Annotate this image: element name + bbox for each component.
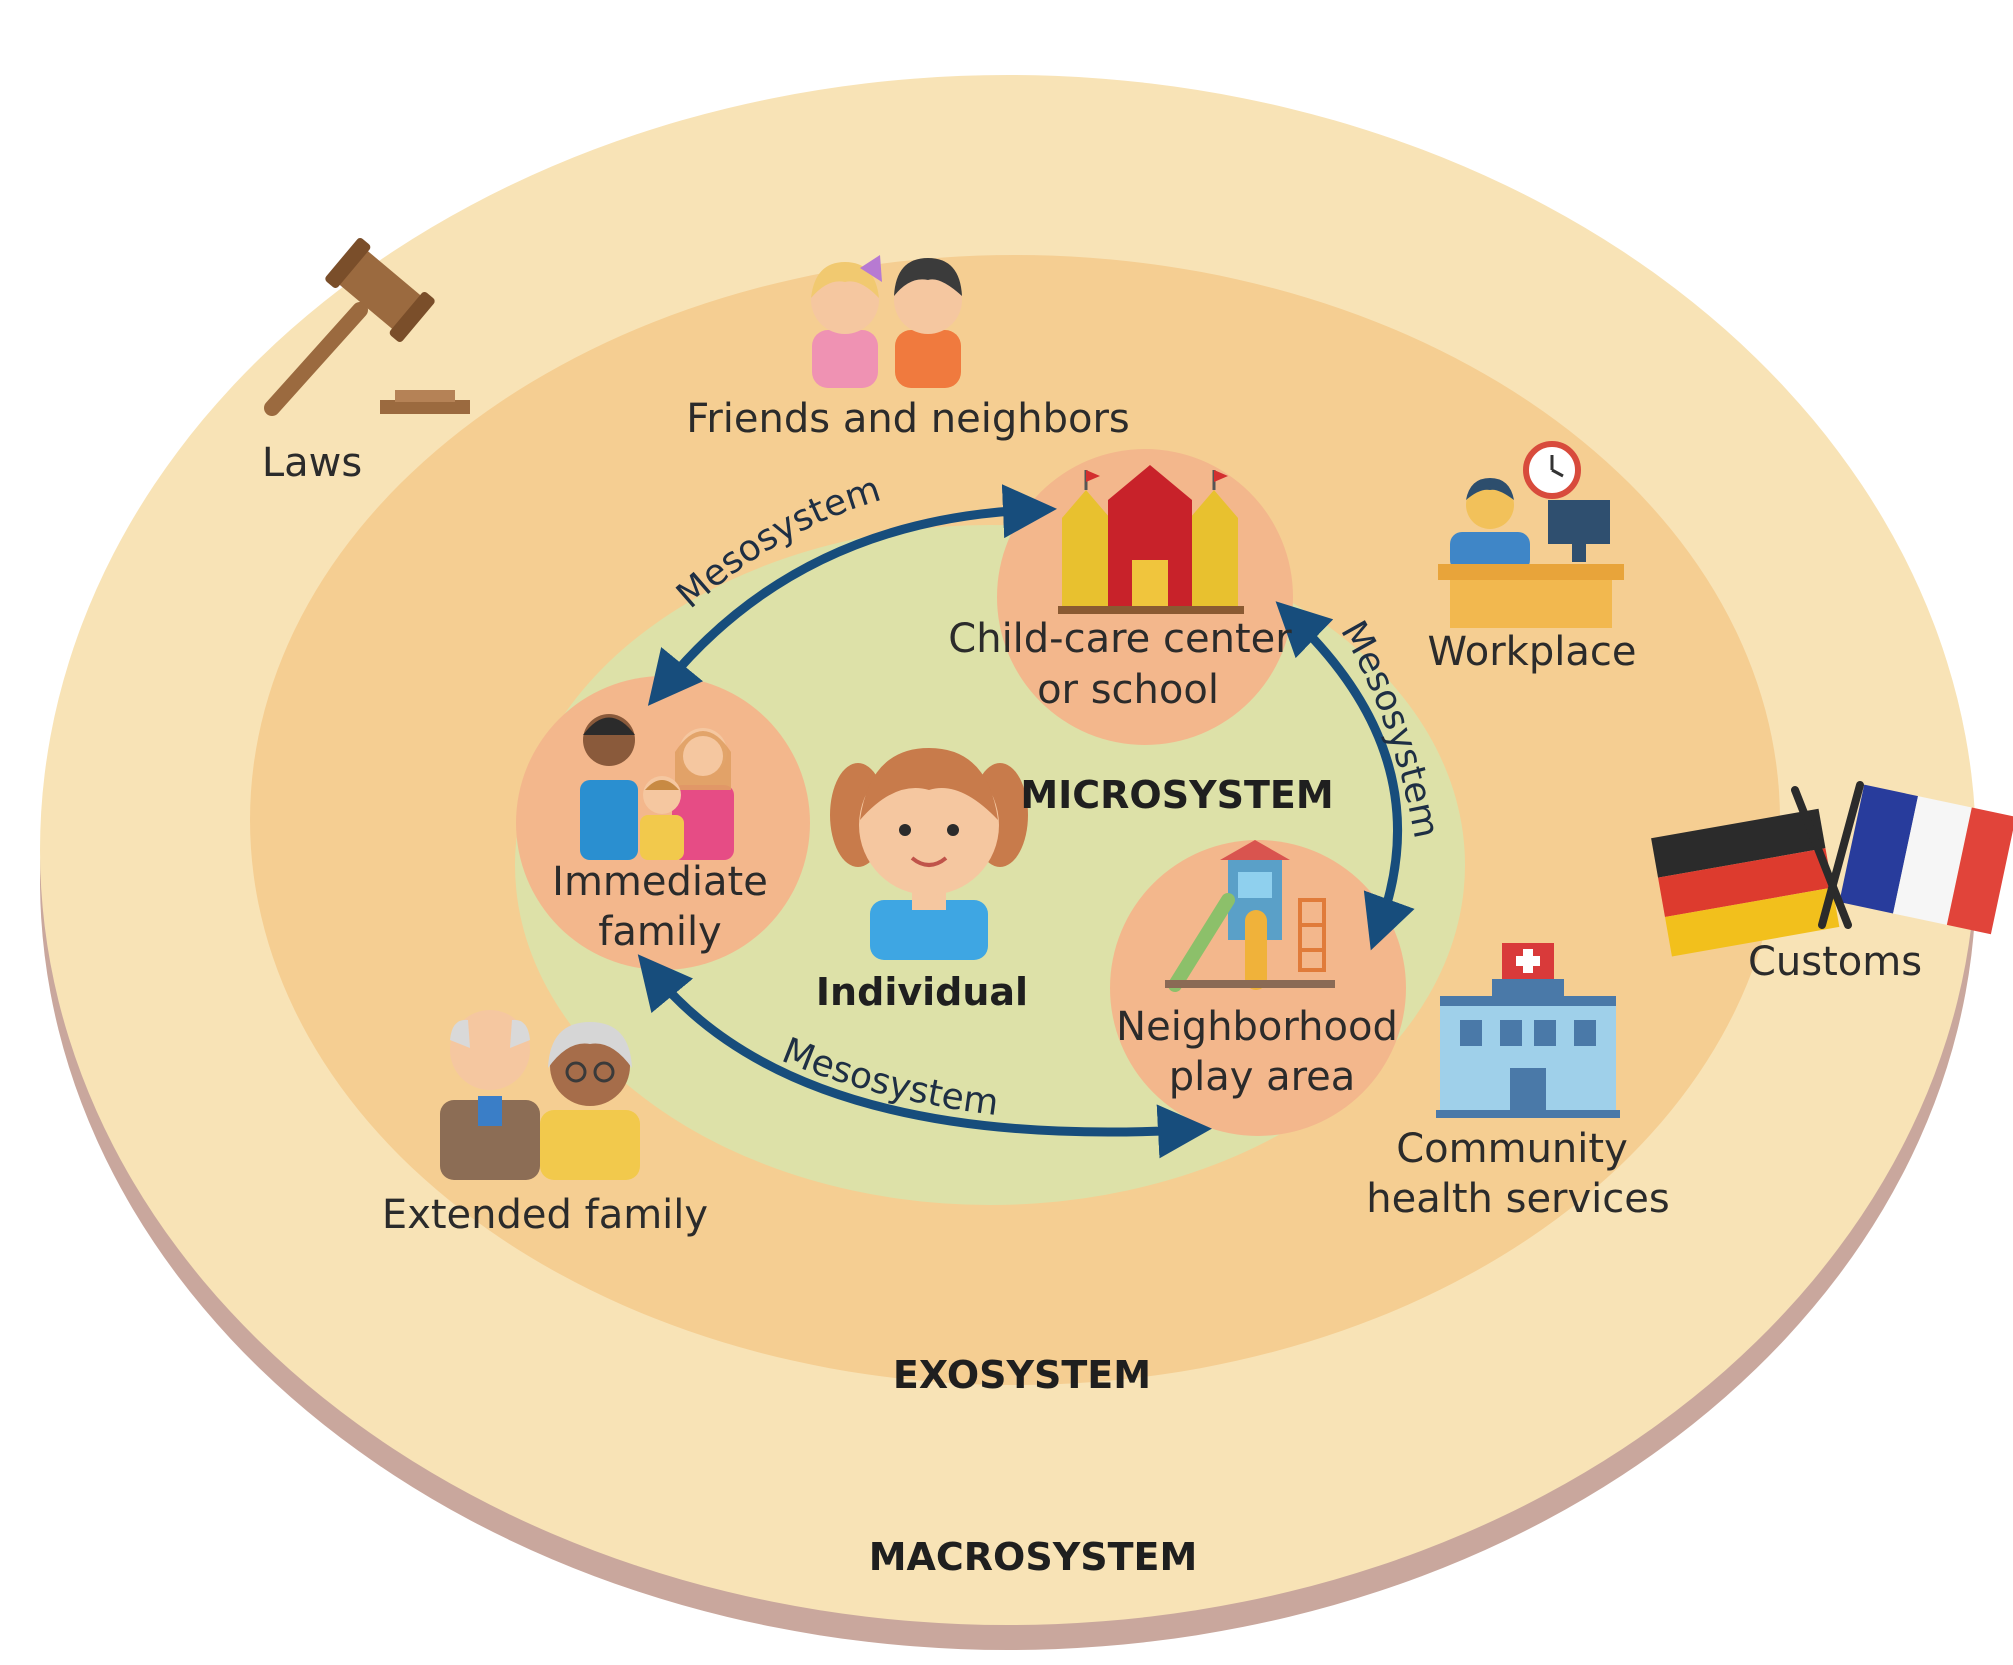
friends-icon (811, 255, 962, 388)
meso-arrow-family-play (637, 954, 1212, 1159)
workplace-icon (1438, 441, 1624, 628)
gavel-icon (264, 238, 470, 416)
health-label-line2: health services (1366, 1176, 1669, 1222)
grandparents-icon (440, 1010, 640, 1180)
school-icon (1058, 465, 1244, 614)
individual-label: Individual (816, 970, 1028, 1014)
girl-icon (830, 748, 1028, 960)
laws-label: Laws (262, 440, 362, 486)
exosystem-label: EXOSYSTEM (893, 1353, 1151, 1397)
family-icon (580, 714, 734, 860)
hospital-icon (1436, 943, 1620, 1118)
customs-label: Customs (1748, 939, 1922, 985)
mesosystem-arrows (637, 484, 1415, 1159)
family-label: Immediate family (552, 859, 768, 955)
play-label-line1: Neighborhood (1116, 1004, 1398, 1050)
workplace-label: Workplace (1428, 629, 1637, 675)
family-label-line1: Immediate (552, 859, 768, 905)
play-label-line2: play area (1169, 1054, 1356, 1100)
microsystem-label: MICROSYSTEM (1020, 773, 1333, 817)
school-label: Child-care center or school (948, 616, 1292, 713)
macrosystem-label: MACROSYSTEM (869, 1535, 1198, 1579)
family-label-line2: family (598, 909, 721, 955)
play-label: Neighborhood play area (1116, 1004, 1398, 1100)
flags-icon (1651, 781, 2013, 957)
school-label-line1: Child-care center (948, 616, 1292, 662)
school-label-line2: or school (1037, 667, 1219, 713)
playground-icon (1165, 840, 1335, 992)
health-label: Community health services (1366, 1126, 1669, 1222)
friends-label: Friends and neighbors (686, 396, 1130, 442)
extended-family-label: Extended family (382, 1192, 708, 1238)
meso-arrow-family-school (647, 484, 1057, 706)
health-label-line1: Community (1396, 1126, 1628, 1172)
meso-arrow-school-play (1275, 601, 1415, 951)
